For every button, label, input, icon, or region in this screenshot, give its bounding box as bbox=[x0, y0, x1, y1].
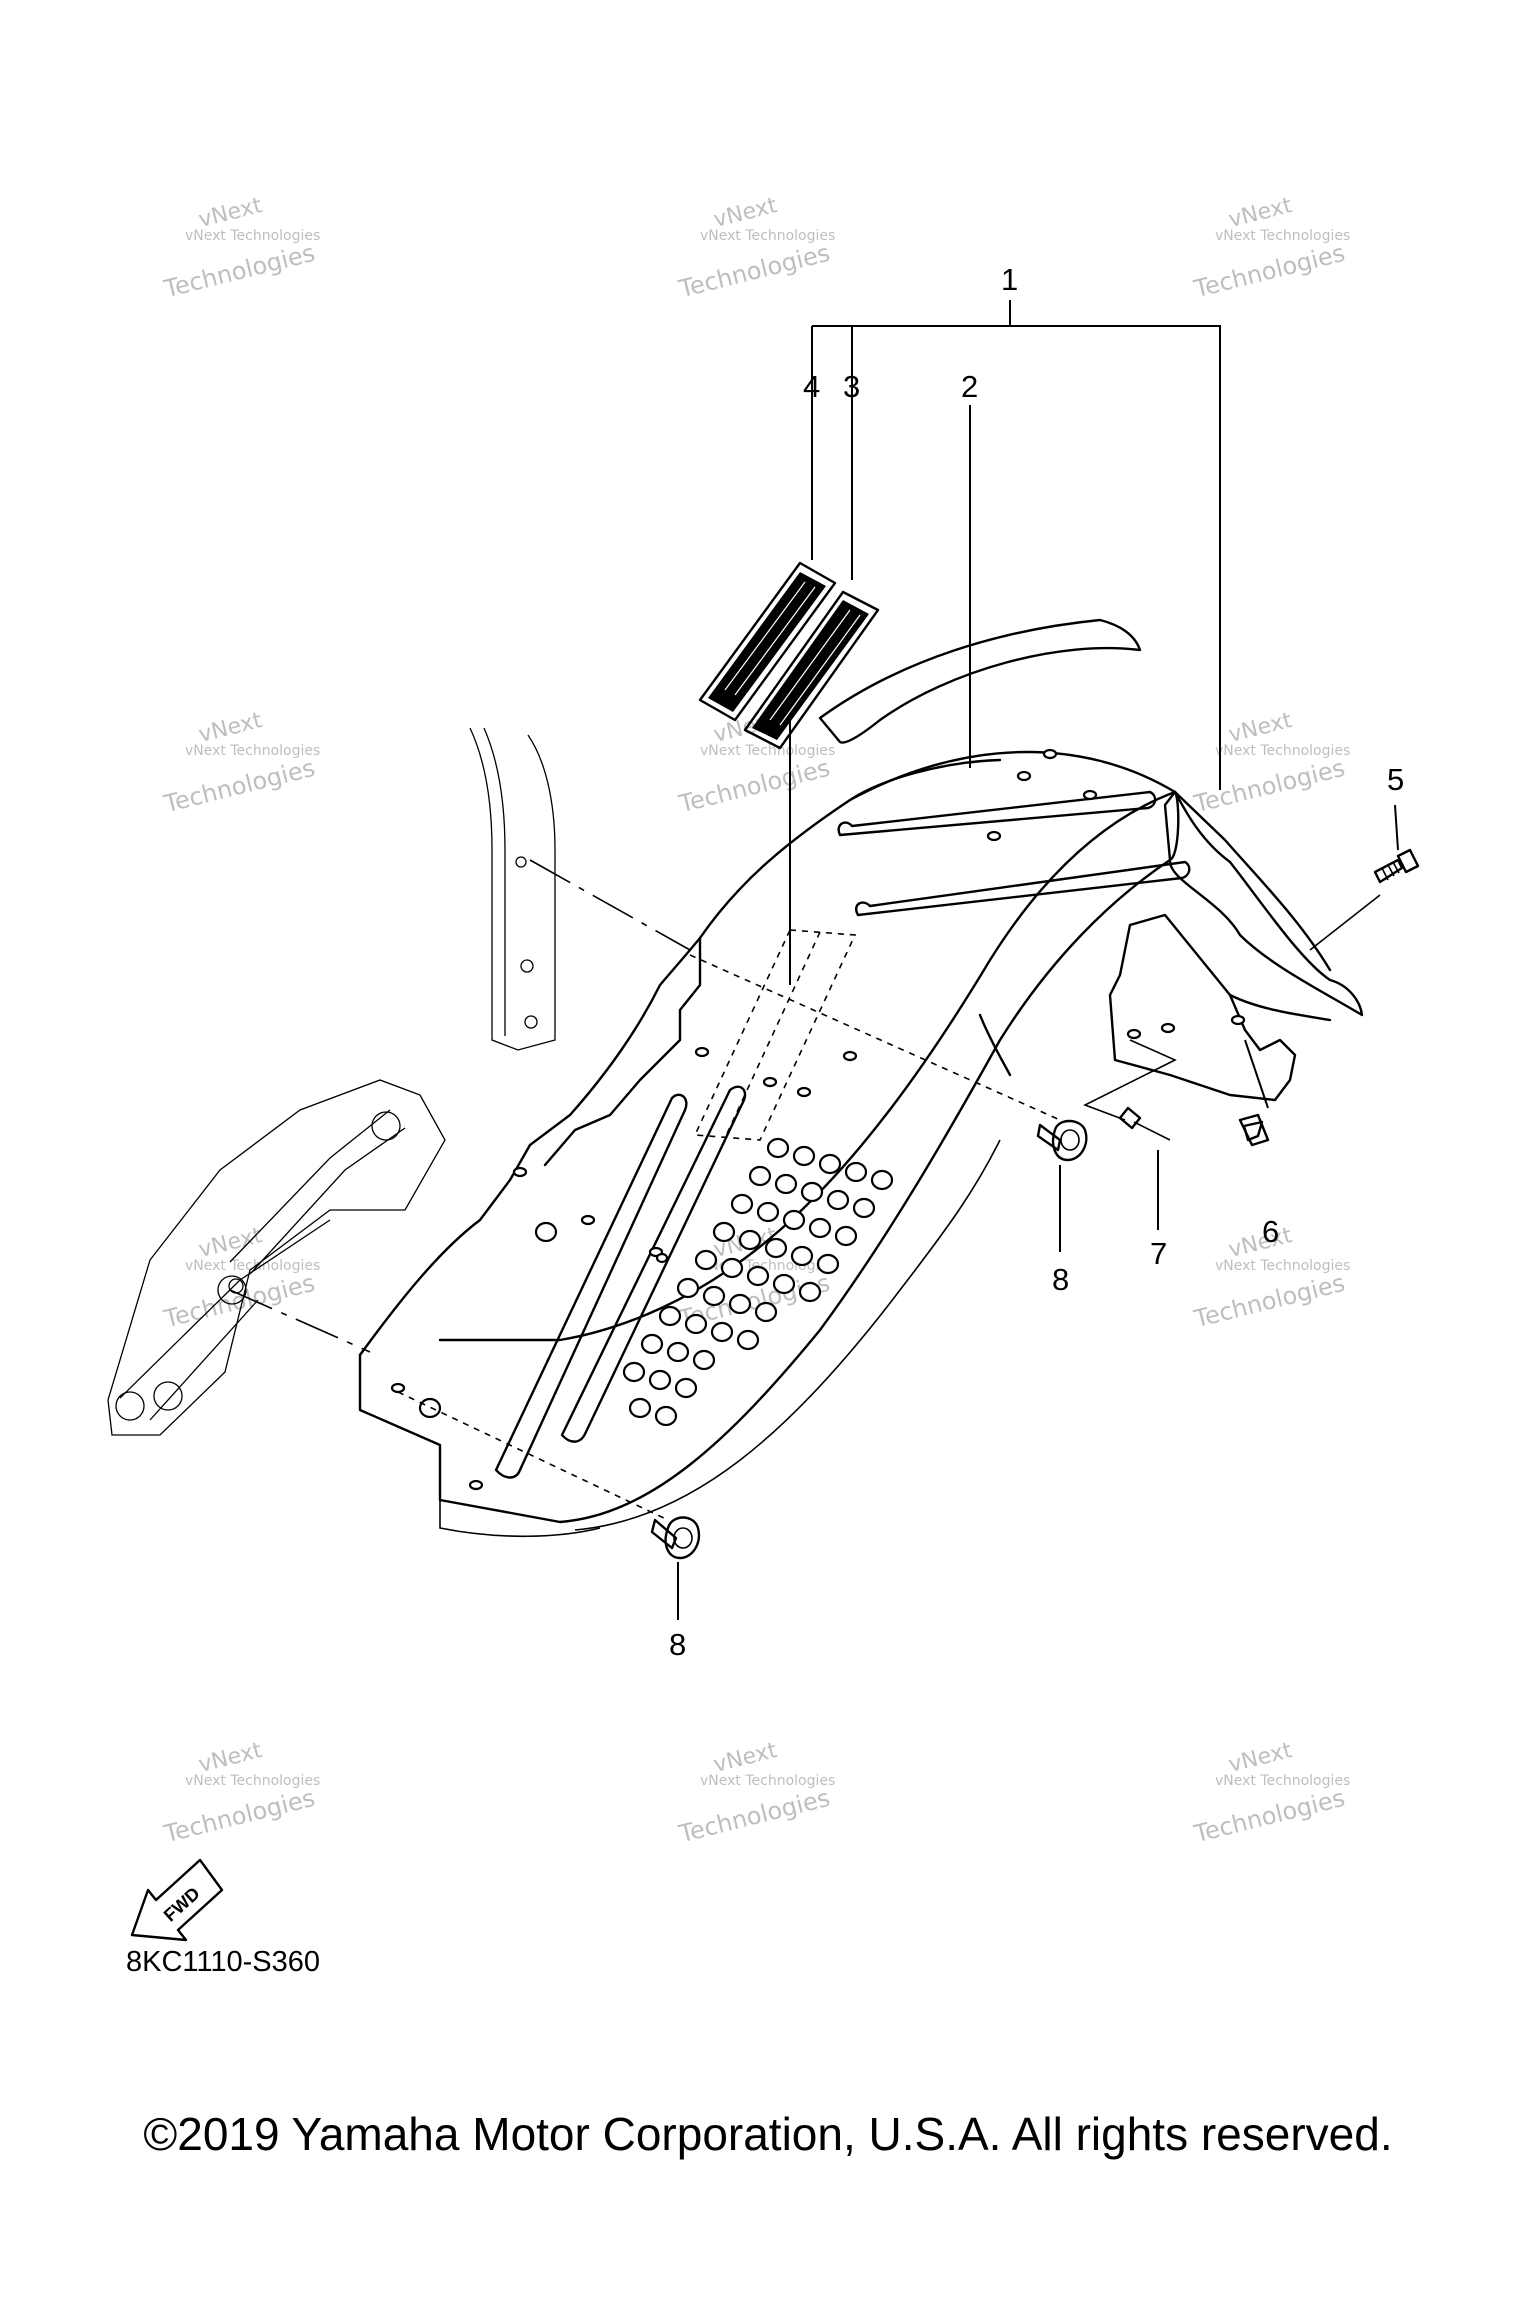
svg-text:Technologies: Technologies bbox=[1190, 239, 1347, 304]
callout-7: 7 bbox=[1150, 1236, 1167, 1271]
svg-text:vNext: vNext bbox=[1226, 193, 1295, 233]
assembly-lines bbox=[229, 859, 1381, 1521]
svg-text:vNext: vNext bbox=[196, 193, 265, 233]
svg-text:vNext Technologies: vNext Technologies bbox=[700, 1773, 835, 1789]
callout-leaders bbox=[677, 300, 1399, 1620]
callout-8-upper: 8 bbox=[1052, 1262, 1069, 1297]
svg-text:vNext: vNext bbox=[196, 1738, 265, 1778]
copyright-notice: ©2019 Yamaha Motor Corporation, U.S.A. A… bbox=[143, 2108, 1393, 2160]
vent-holes bbox=[622, 1137, 894, 1427]
svg-text:Technologies: Technologies bbox=[1190, 1784, 1347, 1849]
svg-text:vNext Technologies: vNext Technologies bbox=[1215, 743, 1350, 759]
svg-text:Technologies: Technologies bbox=[1190, 754, 1347, 819]
screw-5 bbox=[1373, 848, 1420, 884]
svg-text:vNext Technologies: vNext Technologies bbox=[185, 1258, 320, 1274]
svg-text:vNext: vNext bbox=[1226, 708, 1295, 748]
svg-text:vNext: vNext bbox=[1226, 1738, 1295, 1778]
svg-text:vNext Technologies: vNext Technologies bbox=[700, 743, 835, 759]
callout-6: 6 bbox=[1262, 1214, 1279, 1249]
watermark: vNext vNext Technologies Technologies bbox=[1190, 1738, 1350, 1848]
svg-text:vNext: vNext bbox=[711, 193, 780, 233]
svg-text:vNext Technologies: vNext Technologies bbox=[700, 228, 835, 244]
svg-text:vNext: vNext bbox=[196, 1223, 265, 1263]
bolt-8-lower bbox=[650, 1516, 701, 1560]
svg-text:vNext: vNext bbox=[711, 1738, 780, 1778]
watermark: vNext vNext Technologies Technologies bbox=[160, 193, 320, 303]
frame-upright-ghost bbox=[469, 727, 556, 1051]
watermark: vNext vNext Technologies Technologies bbox=[675, 1738, 835, 1848]
callout-labels: 1 2 3 4 5 6 7 8 8 bbox=[669, 262, 1404, 1662]
callout-2: 2 bbox=[961, 369, 978, 404]
svg-text:vNext: vNext bbox=[196, 708, 265, 748]
diagram-code: 8KC1110-S360 bbox=[126, 1946, 321, 1978]
rear-fender bbox=[358, 748, 1364, 1538]
watermark-grid: vNext vNext Technologies Technologies vN… bbox=[160, 193, 1350, 1848]
callout-1: 1 bbox=[1001, 262, 1018, 297]
clip-nut-6 bbox=[1238, 1113, 1270, 1147]
watermark: vNext vNext Technologies Technologies bbox=[1190, 193, 1350, 303]
watermark: vNext vNext Technologies Technologies bbox=[160, 708, 320, 818]
warning-labels bbox=[698, 561, 880, 750]
bolt-8-upper bbox=[1036, 1119, 1088, 1162]
svg-text:Technologies: Technologies bbox=[1190, 1269, 1347, 1334]
svg-text:Technologies: Technologies bbox=[160, 754, 317, 819]
swingarm-ghost bbox=[107, 1079, 446, 1436]
svg-text:vNext Technologies: vNext Technologies bbox=[185, 228, 320, 244]
callout-5: 5 bbox=[1387, 762, 1404, 797]
svg-text:vNext Technologies: vNext Technologies bbox=[1215, 228, 1350, 244]
svg-text:Technologies: Technologies bbox=[675, 239, 832, 304]
watermark: vNext vNext Technologies Technologies bbox=[1190, 708, 1350, 818]
watermark: vNext vNext Technologies Technologies bbox=[160, 1738, 320, 1848]
svg-text:vNext Technologies: vNext Technologies bbox=[185, 743, 320, 759]
svg-text:Technologies: Technologies bbox=[675, 754, 832, 819]
rivet-7 bbox=[1118, 1106, 1171, 1141]
svg-text:vNext Technologies: vNext Technologies bbox=[1215, 1773, 1350, 1789]
fwd-arrow-icon: FWD bbox=[130, 1858, 224, 1942]
svg-text:Technologies: Technologies bbox=[160, 239, 317, 304]
svg-text:vNext: vNext bbox=[1226, 1223, 1295, 1263]
callout-8-lower: 8 bbox=[669, 1627, 686, 1662]
svg-text:vNext Technologies: vNext Technologies bbox=[1215, 1258, 1350, 1274]
callout-4: 4 bbox=[803, 369, 820, 404]
callout-3: 3 bbox=[843, 369, 860, 404]
svg-text:Technologies: Technologies bbox=[160, 1784, 317, 1849]
svg-text:Technologies: Technologies bbox=[675, 1784, 832, 1849]
watermark: vNext vNext Technologies Technologies bbox=[675, 193, 835, 303]
svg-text:vNext Technologies: vNext Technologies bbox=[185, 1773, 320, 1789]
mudflap-strip bbox=[818, 618, 1142, 744]
